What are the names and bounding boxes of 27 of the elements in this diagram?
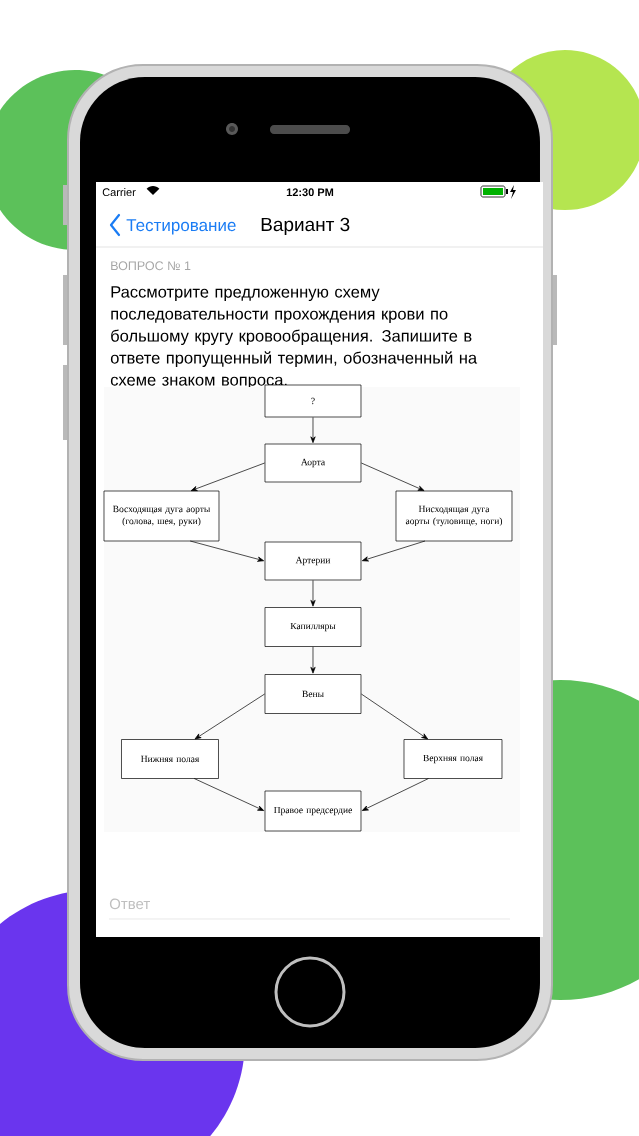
flow-box: Восходящая дуга аорты (голова, шея, руки) [103, 490, 220, 542]
diagram-title: Вариант 3 [261, 217, 350, 235]
arrow [190, 462, 265, 491]
flow-box: ? [264, 384, 362, 418]
arrow [361, 693, 429, 740]
arrow [361, 540, 426, 562]
arrow [361, 462, 425, 491]
arrow [193, 778, 265, 811]
answer-field: Ответ [108, 898, 511, 920]
flow-box: Артерии [264, 541, 362, 581]
back-button: Тестирование [109, 213, 236, 237]
label: 12:30 PM [286, 188, 334, 197]
flow-box: Нижняя полая [121, 739, 219, 779]
flow-box: Вены [264, 674, 362, 714]
arrow [310, 417, 316, 443]
flow-box: Правое предсердие [264, 790, 362, 832]
arrow [310, 646, 316, 674]
flow-box: Капилляры [264, 607, 362, 647]
arrow [189, 540, 265, 562]
arrow [361, 778, 429, 811]
label: Carrier [102, 188, 136, 197]
label: ВОПРОС № 1 [111, 261, 191, 271]
arrow [310, 580, 316, 607]
flow-box: Нисходящая дуга аорты (туловище, ноги) [395, 490, 513, 542]
arrow [194, 693, 265, 740]
flow-box: Верхняя полая [403, 739, 503, 779]
flow-box: Аорта [264, 443, 362, 483]
